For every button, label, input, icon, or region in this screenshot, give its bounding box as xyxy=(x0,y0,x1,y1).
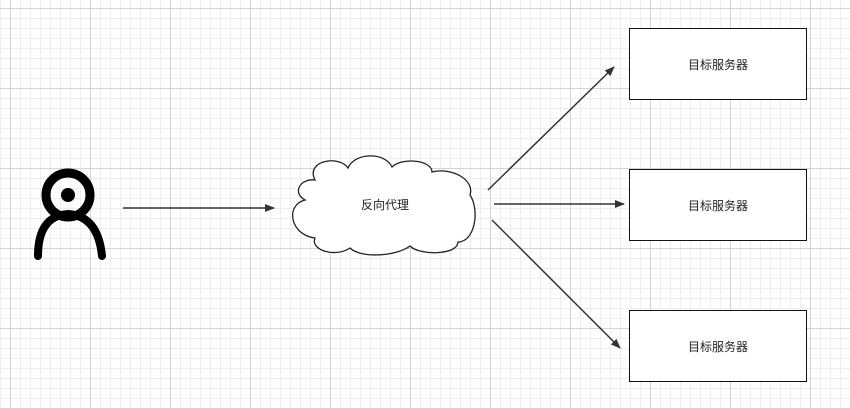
arrow-proxy-to-server-3 xyxy=(491,219,621,349)
server-box-2: 目标服务器 xyxy=(629,169,807,241)
server-label: 目标服务器 xyxy=(687,339,748,354)
server-box-3: 目标服务器 xyxy=(629,310,807,382)
arrow-proxy-to-server-1 xyxy=(487,66,615,191)
proxy-cloud-shape xyxy=(292,155,476,256)
user-icon xyxy=(34,168,106,260)
server-label: 目标服务器 xyxy=(687,57,748,72)
server-box-1: 目标服务器 xyxy=(629,28,807,100)
server-label: 目标服务器 xyxy=(687,198,748,213)
proxy-label: 反向代理 xyxy=(360,198,409,212)
